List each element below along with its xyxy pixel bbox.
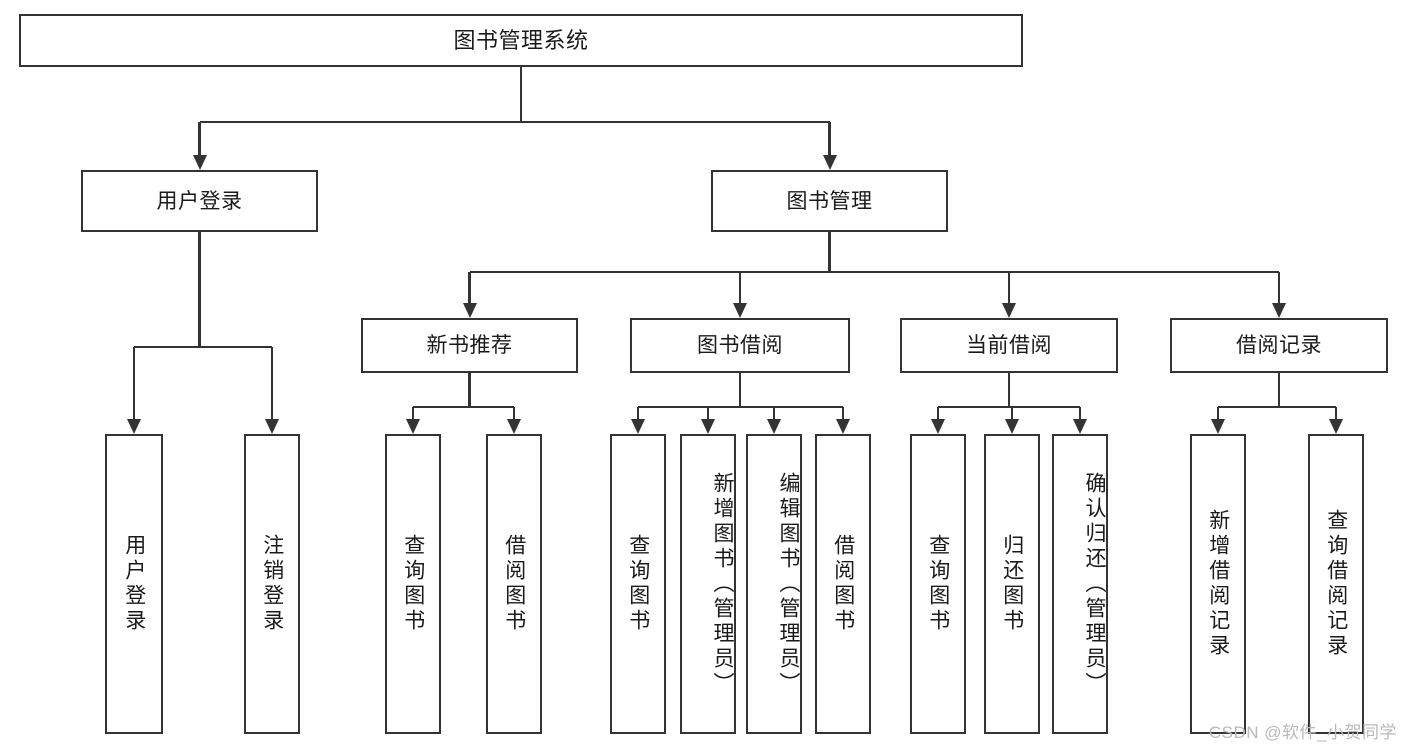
arrow-head-icon [1073,419,1087,434]
connector-bus-new-book-rec [413,405,514,409]
node-leaf-edit-book[interactable]: 编辑图书（管理员） [746,434,802,734]
connector-drop-book-admin [1277,272,1281,303]
node-label: 查询图书 [926,534,950,634]
arrow-head-icon [406,419,420,434]
arrow-head-icon [931,419,945,434]
node-leaf-borrow-book-2[interactable]: 借阅图书 [815,434,871,734]
arrow-head-icon [1329,419,1343,434]
connector-drop-root [198,122,201,155]
node-label: 图书管理 [786,189,873,213]
connector-stem-borrow-record [1277,373,1281,407]
node-label: 查询图书 [401,534,425,634]
connector-drop-user-login [132,347,136,419]
arrow-head-icon [733,303,747,318]
connector-drop-user-login [270,347,274,419]
node-user-login[interactable]: 用户登录 [81,170,318,232]
connector-bus-book-admin [469,270,1279,274]
arrow-head-icon [507,419,521,434]
node-label: 借阅记录 [1236,334,1322,357]
connector-drop-book-borrow [706,407,710,419]
node-leaf-borrow-book-1[interactable]: 借阅图书 [486,434,542,734]
arrow-head-icon [192,155,207,170]
node-label: 图书借阅 [697,334,783,357]
connector-stem-root [519,67,523,122]
node-root[interactable]: 图书管理系统 [19,14,1023,67]
connector-bus-borrow-record [1218,405,1336,409]
node-label: 当前借阅 [966,334,1052,357]
arrow-head-icon [462,303,477,318]
connector-drop-new-book-rec [512,407,516,419]
connector-drop-book-borrow [636,407,640,419]
node-leaf-user-logout[interactable]: 注销登录 [244,434,300,734]
arrow-head-icon [1002,303,1016,318]
connector-bus-book-borrow [638,405,843,409]
node-label: 新书推荐 [426,334,513,357]
node-label: 借阅图书 [831,534,855,634]
arrow-head-icon [265,419,279,434]
arrow-head-icon [822,155,837,170]
node-book-admin[interactable]: 图书管理 [711,170,948,232]
node-leaf-query-book-3[interactable]: 查询图书 [910,434,966,734]
connector-drop-book-borrow [841,407,845,419]
connector-drop-book-admin [1007,272,1011,303]
connector-drop-root [828,122,831,155]
node-label: 图书管理系统 [453,27,589,53]
node-label: 编辑图书（管理员） [777,471,800,697]
node-leaf-query-book-2[interactable]: 查询图书 [610,434,666,734]
arrow-head-icon [631,419,645,434]
arrow-head-icon [767,419,781,434]
node-book-borrow[interactable]: 图书借阅 [630,318,850,373]
node-label: 新增借阅记录 [1206,509,1230,659]
connector-stem-book-borrow [738,373,742,407]
connector-stem-current-borrow [1007,373,1011,407]
node-label: 查询借阅记录 [1324,509,1348,659]
node-label: 归还图书 [1000,534,1024,634]
node-leaf-user-login[interactable]: 用户登录 [105,434,163,734]
node-leaf-confirm-return[interactable]: 确认归还（管理员） [1052,434,1108,734]
connector-drop-book-admin [468,272,471,303]
connector-drop-borrow-record [1334,407,1338,419]
node-leaf-add-record[interactable]: 新增借阅记录 [1190,434,1246,734]
connector-drop-new-book-rec [411,407,415,419]
connector-drop-book-borrow [772,407,776,419]
node-borrow-record[interactable]: 借阅记录 [1170,318,1388,373]
node-leaf-query-record[interactable]: 查询借阅记录 [1308,434,1364,734]
connector-drop-current-borrow [936,407,940,419]
connector-bus-root [199,120,830,124]
connector-stem-user-login [198,232,201,347]
connector-drop-book-admin [738,272,742,303]
connector-drop-borrow-record [1216,407,1220,419]
node-leaf-add-book[interactable]: 新增图书（管理员） [680,434,736,734]
node-leaf-return-book[interactable]: 归还图书 [984,434,1040,734]
node-label: 新增图书（管理员） [711,471,734,697]
arrow-head-icon [701,419,715,434]
node-label: 确认归还（管理员） [1083,471,1106,697]
connector-stem-book-admin [828,232,831,272]
arrow-head-icon [1211,419,1225,434]
node-current-borrow[interactable]: 当前借阅 [900,318,1118,373]
arrow-head-icon [1005,419,1019,434]
node-leaf-query-book-1[interactable]: 查询图书 [385,434,441,734]
node-label: 借阅图书 [502,534,526,634]
node-label: 用户登录 [156,189,243,213]
connector-drop-current-borrow [1078,407,1082,419]
connector-bus-current-borrow [938,405,1080,409]
node-new-book-rec[interactable]: 新书推荐 [361,318,578,373]
connector-bus-user-login [134,345,272,349]
node-label: 用户登录 [122,534,146,634]
arrow-head-icon [836,419,850,434]
arrow-head-icon [1272,303,1286,318]
arrow-head-icon [127,419,141,434]
connector-stem-new-book-rec [468,373,471,407]
node-label: 查询图书 [626,534,650,634]
node-label: 注销登录 [260,534,284,634]
connector-drop-current-borrow [1010,407,1014,419]
csdn-watermark: CSDN @软件_小贺同学 [1208,723,1397,742]
